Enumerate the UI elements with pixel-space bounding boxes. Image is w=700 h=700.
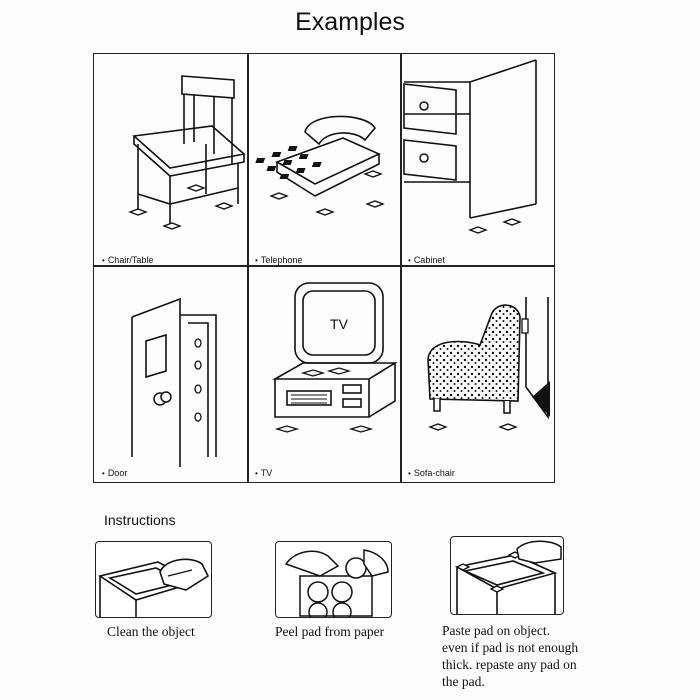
paste-illustration <box>450 536 564 615</box>
example-door: Door <box>94 267 247 480</box>
step-caption-line: thick. repaste any pad on <box>442 657 577 672</box>
tv-illustration: TV <box>271 282 398 433</box>
door-illustration <box>131 297 217 467</box>
example-label: TV <box>255 468 273 478</box>
examples-grid: Chair/Table <box>93 53 555 483</box>
example-sofa-chair: Sofa-chair <box>400 267 553 480</box>
example-telephone: Telephone <box>247 54 400 267</box>
example-label: Sofa-chair <box>408 468 455 478</box>
example-tv: TV TV <box>247 267 400 480</box>
telephone-illustration <box>255 115 385 216</box>
example-chair-table: Chair/Table <box>94 54 247 267</box>
chair-illustration <box>128 75 246 230</box>
step-caption-line: Paste pad on object. <box>442 623 550 638</box>
step-caption: Peel pad from paper <box>275 624 385 639</box>
peel-illustration <box>275 541 392 618</box>
step-caption-line: even if pad is not enough <box>442 640 579 655</box>
example-label: Telephone <box>255 255 303 265</box>
example-cabinet: Cabinet <box>400 54 553 267</box>
page-title: Examples <box>295 8 405 36</box>
step-caption: Clean the object <box>107 624 195 639</box>
tv-screen-text: TV <box>330 316 349 332</box>
step-caption: Paste pad on object. even if pad is not … <box>442 622 578 690</box>
cabinet-illustration <box>403 59 537 234</box>
example-label: Cabinet <box>408 255 445 265</box>
clean-illustration <box>95 541 212 618</box>
example-label: Chair/Table <box>102 255 154 265</box>
step-caption-line: the pad. <box>442 674 485 689</box>
example-label: Door <box>102 468 128 478</box>
sofa-chair-illustration <box>427 297 550 431</box>
instructions-heading: Instructions <box>104 512 176 528</box>
